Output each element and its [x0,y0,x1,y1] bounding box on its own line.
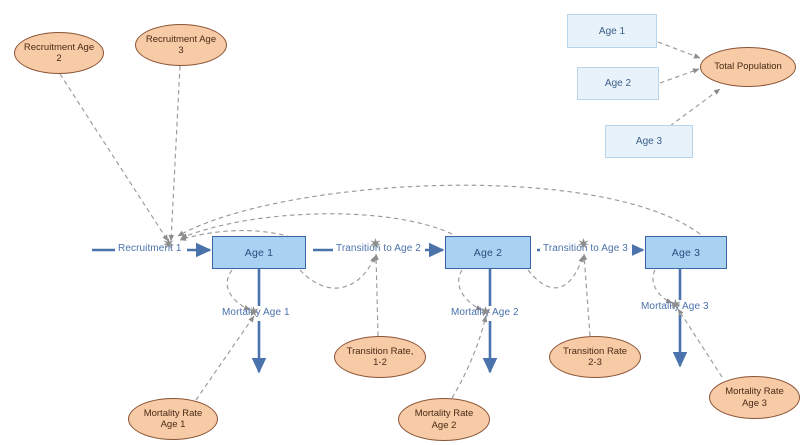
aux-recruitment-age-2-label: Recruitment Age 2 [23,41,95,65]
aux-mortality-rate-age-3-label: Mortality Rate Age 3 [725,386,784,409]
aux-total-population-label: Total Population [714,61,782,73]
ghost-stock-age-2[interactable]: Age 2 [577,67,659,100]
valve-transition-to-age-2-icon[interactable] [370,238,381,249]
valve-mortality-age-3-icon[interactable] [670,299,681,310]
stock-age-3[interactable]: Age 3 [645,236,727,269]
link-recruitment-age3-to-recruitment1 [168,65,181,242]
aux-transition-rate-2-3[interactable]: Transition Rate 2-3 [549,336,641,378]
link-transrate12-to-transition2 [373,253,379,337]
link-age2-to-transition3 [527,255,584,289]
aux-recruitment-age-3[interactable]: Recruitment Age 3 [135,24,227,66]
link-age1-to-mortality1 [226,269,251,311]
ghost-stock-age-2-label: Age 2 [604,78,632,89]
aux-transition-rate-2-3-label: Transition Rate 2-3 [562,345,628,369]
valve-mortality-age-1-icon[interactable] [248,306,259,317]
link-mortrate3-to-mortality3 [677,308,723,378]
link-ghost-age1-to-total-population [657,41,701,59]
aux-mortality-rate-age-2-label: Mortality Rate Age 2 [414,408,474,431]
ghost-stock-age-1[interactable]: Age 1 [567,14,657,48]
aux-transition-rate-1-2-label: Transition Rate, 1-2 [346,345,414,369]
link-ghost-age2-to-total-population [659,68,700,84]
aux-transition-rate-1-2[interactable]: Transition Rate, 1-2 [334,336,426,378]
aux-mortality-rate-age-1-label: Mortality Rate Age 1 [143,407,203,431]
link-transrate23-to-transition3 [581,253,591,337]
link-recruitment-age2-to-recruitment1 [59,73,169,242]
stock-age-2-label: Age 2 [473,246,503,259]
aux-total-population[interactable]: Total Population [700,47,796,87]
link-ghost-age3-to-total-population [669,88,721,127]
link-age2-to-mortality2 [458,269,483,311]
link-age3-to-recruitment1 [177,184,701,237]
link-mortrate2-to-mortality2 [451,315,488,399]
stock-age-1-label: Age 1 [244,246,274,259]
ghost-stock-age-1-label: Age 1 [598,25,626,37]
aux-recruitment-age-2[interactable]: Recruitment Age 2 [14,32,104,74]
aux-recruitment-age-3-label: Recruitment Age 3 [145,33,217,57]
ghost-stock-age-3-label: Age 3 [635,136,663,147]
aux-mortality-rate-age-3[interactable]: Mortality Rate Age 3 [709,376,800,419]
aux-mortality-rate-age-2[interactable]: Mortality Rate Age 2 [398,398,490,441]
link-mortrate1-to-mortality1 [195,315,255,401]
valve-transition-to-age-3-icon[interactable] [578,238,589,249]
stock-age-3-label: Age 3 [671,246,701,259]
aux-mortality-rate-age-1[interactable]: Mortality Rate Age 1 [128,398,218,440]
valve-mortality-age-2-icon[interactable] [480,306,491,317]
valve-recruitment-1-icon[interactable] [163,238,174,249]
link-age2-to-recruitment1 [180,213,453,239]
ghost-stock-age-3[interactable]: Age 3 [605,125,693,158]
stock-age-2[interactable]: Age 2 [445,236,531,269]
stock-age-1[interactable]: Age 1 [212,236,306,269]
link-age1-to-transition2 [299,255,376,289]
